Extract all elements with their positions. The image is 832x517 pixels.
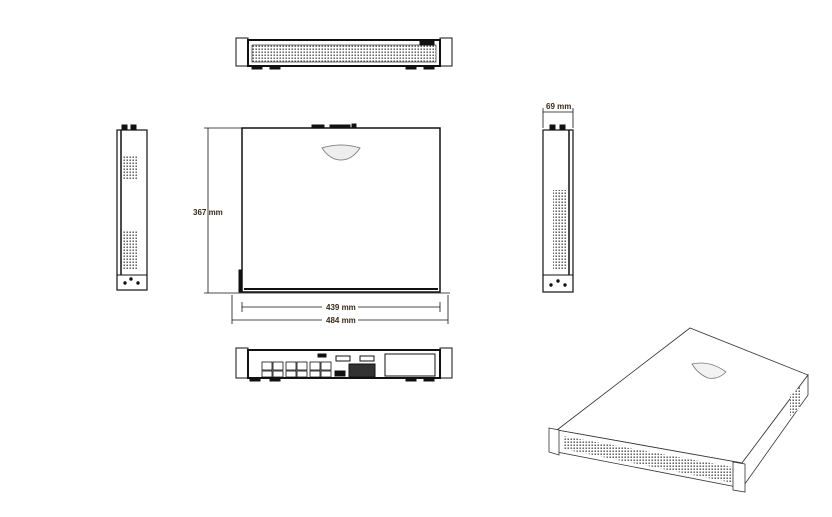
depth-label: 367 mm [193, 208, 223, 217]
right-side-view [542, 124, 574, 293]
body-width-label: 439 mm [326, 303, 356, 312]
left-side-view [116, 124, 148, 291]
isometric-view [548, 327, 809, 493]
dimension-lines [204, 108, 574, 324]
height-label: 69 mm [546, 102, 571, 111]
top-view [238, 123, 441, 293]
total-width-label: 484 mm [326, 316, 356, 325]
rear-view [235, 347, 453, 382]
front-view [235, 37, 453, 70]
